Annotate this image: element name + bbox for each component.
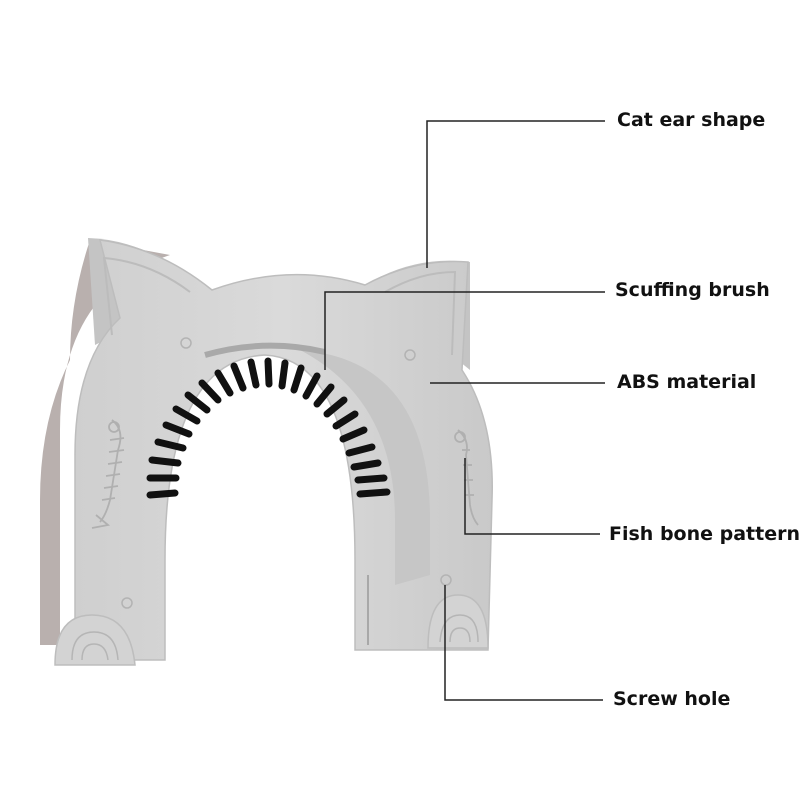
callout-abs-material: ABS material xyxy=(617,371,757,393)
screw-hole-top-left xyxy=(180,337,192,349)
scuffing-brush xyxy=(146,357,391,499)
leader-screw xyxy=(444,585,603,701)
callout-cat-ear-shape: Cat ear shape xyxy=(617,109,766,131)
left-ear-inner xyxy=(102,256,191,336)
inner-rim xyxy=(300,350,430,585)
screw-hole-top-right xyxy=(404,349,416,361)
callout-fish-bone-pattern: Fish bone pattern xyxy=(609,523,800,545)
callout-screw-hole: Screw hole xyxy=(613,688,731,710)
screw-hole-bottom-right xyxy=(440,574,452,586)
right-paw xyxy=(427,594,489,649)
right-ear-inner xyxy=(384,270,457,356)
leader-ear xyxy=(426,120,605,268)
callout-scuffing-brush: Scuffing brush xyxy=(615,279,770,301)
leader-fish xyxy=(464,458,600,535)
leader-brush xyxy=(324,291,605,370)
fish-bone-pattern-left xyxy=(91,419,125,529)
back-panel xyxy=(40,240,170,645)
leader-lines xyxy=(324,120,605,701)
left-paw xyxy=(54,614,136,666)
screw-hole-bottom-left xyxy=(121,597,133,609)
front-arch-body xyxy=(74,239,493,661)
fish-bone-pattern-right xyxy=(454,429,479,526)
brush-base xyxy=(204,342,326,358)
